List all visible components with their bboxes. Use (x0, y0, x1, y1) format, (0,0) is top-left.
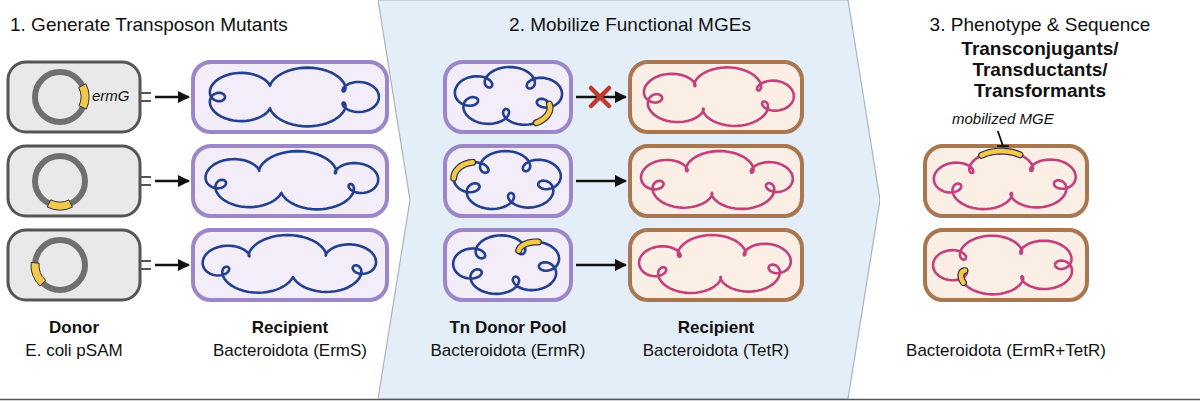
column-sublabel: Bacteroidota (ErmR+TetR) (906, 341, 1106, 361)
transfer-arrow (576, 264, 626, 266)
recipient-cell (630, 62, 802, 132)
panel-heading: 3. Phenotype & Sequence (930, 14, 1151, 37)
chromosome (206, 151, 379, 209)
chromosome (210, 68, 379, 127)
transposon-insert (982, 151, 1020, 155)
transfer-arrow (155, 180, 189, 182)
recipient-cell (193, 230, 387, 300)
transposon-outline (536, 104, 550, 123)
band-chevron (378, 0, 880, 399)
ecoli-donor-cell (8, 146, 140, 216)
transposon-outline (982, 151, 1020, 155)
ecoli-donor-cell (8, 62, 140, 132)
pilus (141, 176, 151, 178)
transconjugant-cell (925, 230, 1087, 300)
panel-subheading: Transconjugants/ Transductants/ Transfor… (961, 38, 1118, 101)
ermG-transposon (47, 200, 72, 210)
pilus (141, 184, 151, 186)
pilus (141, 100, 151, 102)
column-sublabel: E. coli pSAM (25, 341, 122, 361)
column-sublabel: Bacteroidota (ErmS) (213, 341, 367, 361)
chromosome (933, 236, 1072, 295)
leader-line (998, 131, 1003, 146)
column-label: Recipient (252, 318, 329, 338)
tn-donor-cell (445, 62, 571, 132)
leader-tick (997, 145, 1009, 147)
panel-band: 2. Mobilize Functional MGEs (378, 0, 880, 401)
transposon-insert (536, 104, 550, 123)
recipient-cell (193, 62, 387, 132)
panel: 1. Generate Transposon Mutants (0, 0, 378, 401)
recipient-cell (630, 230, 802, 300)
transfer-arrow (155, 264, 189, 266)
ermG-transposon (79, 84, 89, 109)
panel: 3. Phenotype & SequenceTransconjugants/ … (880, 0, 1200, 401)
chromosome (641, 151, 793, 209)
ermG-transposon (31, 262, 46, 286)
column-label: Tn Donor Pool (449, 318, 566, 338)
tn-donor-cell (445, 146, 571, 216)
transposon-insert (961, 271, 965, 283)
chromosome (453, 235, 559, 294)
chromosome (203, 235, 376, 293)
column-sublabel: Bacteroidota (ErmR) (431, 341, 586, 361)
band-shape (378, 0, 880, 401)
pilus (141, 268, 151, 270)
plasmid (35, 156, 85, 206)
tn-donor-cell (445, 230, 571, 300)
bottom-rule (0, 399, 1200, 401)
column-label: Recipient (678, 318, 755, 338)
transconjugant-cell (925, 146, 1087, 216)
transfer-arrow (155, 96, 189, 98)
recipient-cell (193, 146, 387, 216)
transposon-outline (961, 271, 965, 283)
transposon-outline (519, 242, 539, 251)
column-sublabel: Bacteroidota (TetR) (643, 341, 789, 361)
ecoli-donor-cell (8, 230, 140, 300)
gene-label: ermG (92, 87, 130, 105)
plasmid (35, 72, 85, 122)
transposon-outline (454, 162, 473, 178)
panel-heading: 2. Mobilize Functional MGEs (509, 14, 751, 37)
chromosome (934, 151, 1076, 209)
chromosome (454, 151, 561, 209)
transposon-insert (519, 242, 539, 251)
callout-label: mobilized MGE (952, 110, 1054, 128)
transposon-insert (454, 162, 473, 178)
chromosome (644, 67, 794, 126)
transfer-arrow (576, 180, 626, 182)
chromosome (639, 235, 791, 293)
pilus (141, 260, 151, 262)
column-label: Donor (49, 318, 99, 338)
chromosome (455, 67, 562, 125)
panel-heading: 1. Generate Transposon Mutants (10, 14, 288, 37)
recipient-cell (630, 146, 802, 216)
pilus (141, 92, 151, 94)
